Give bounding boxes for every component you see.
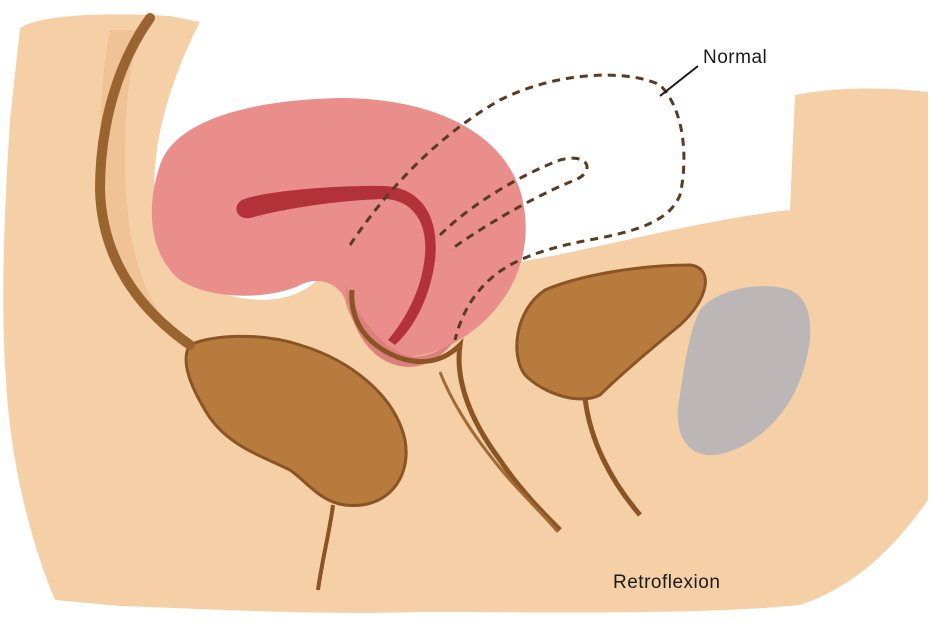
label-retroflexion: Retroflexion [613, 572, 720, 594]
normal-leader-line [660, 66, 698, 96]
label-normal: Normal [703, 47, 767, 69]
